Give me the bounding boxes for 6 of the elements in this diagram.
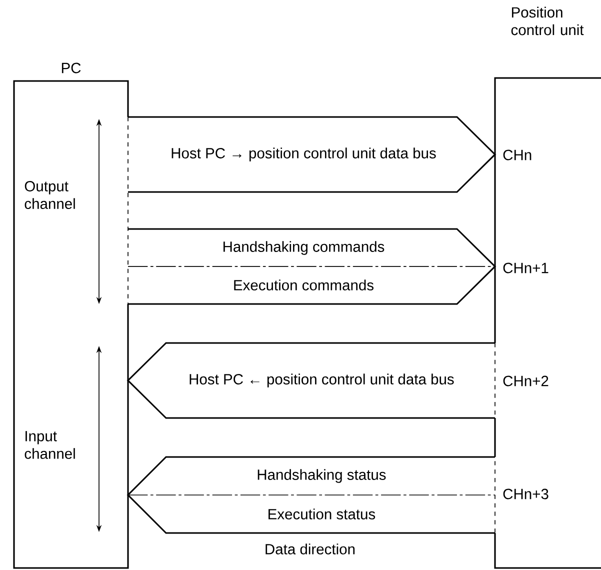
channel-label: CHn bbox=[500, 146, 535, 164]
pc-box: PC Output channel Input channel bbox=[13, 62, 129, 569]
channel-label: CHn+3 bbox=[500, 486, 552, 502]
channel-label: CHn+1 bbox=[500, 260, 552, 276]
note-text: Data direction bbox=[262, 540, 358, 558]
channel-label: CHn+2 bbox=[500, 372, 552, 390]
